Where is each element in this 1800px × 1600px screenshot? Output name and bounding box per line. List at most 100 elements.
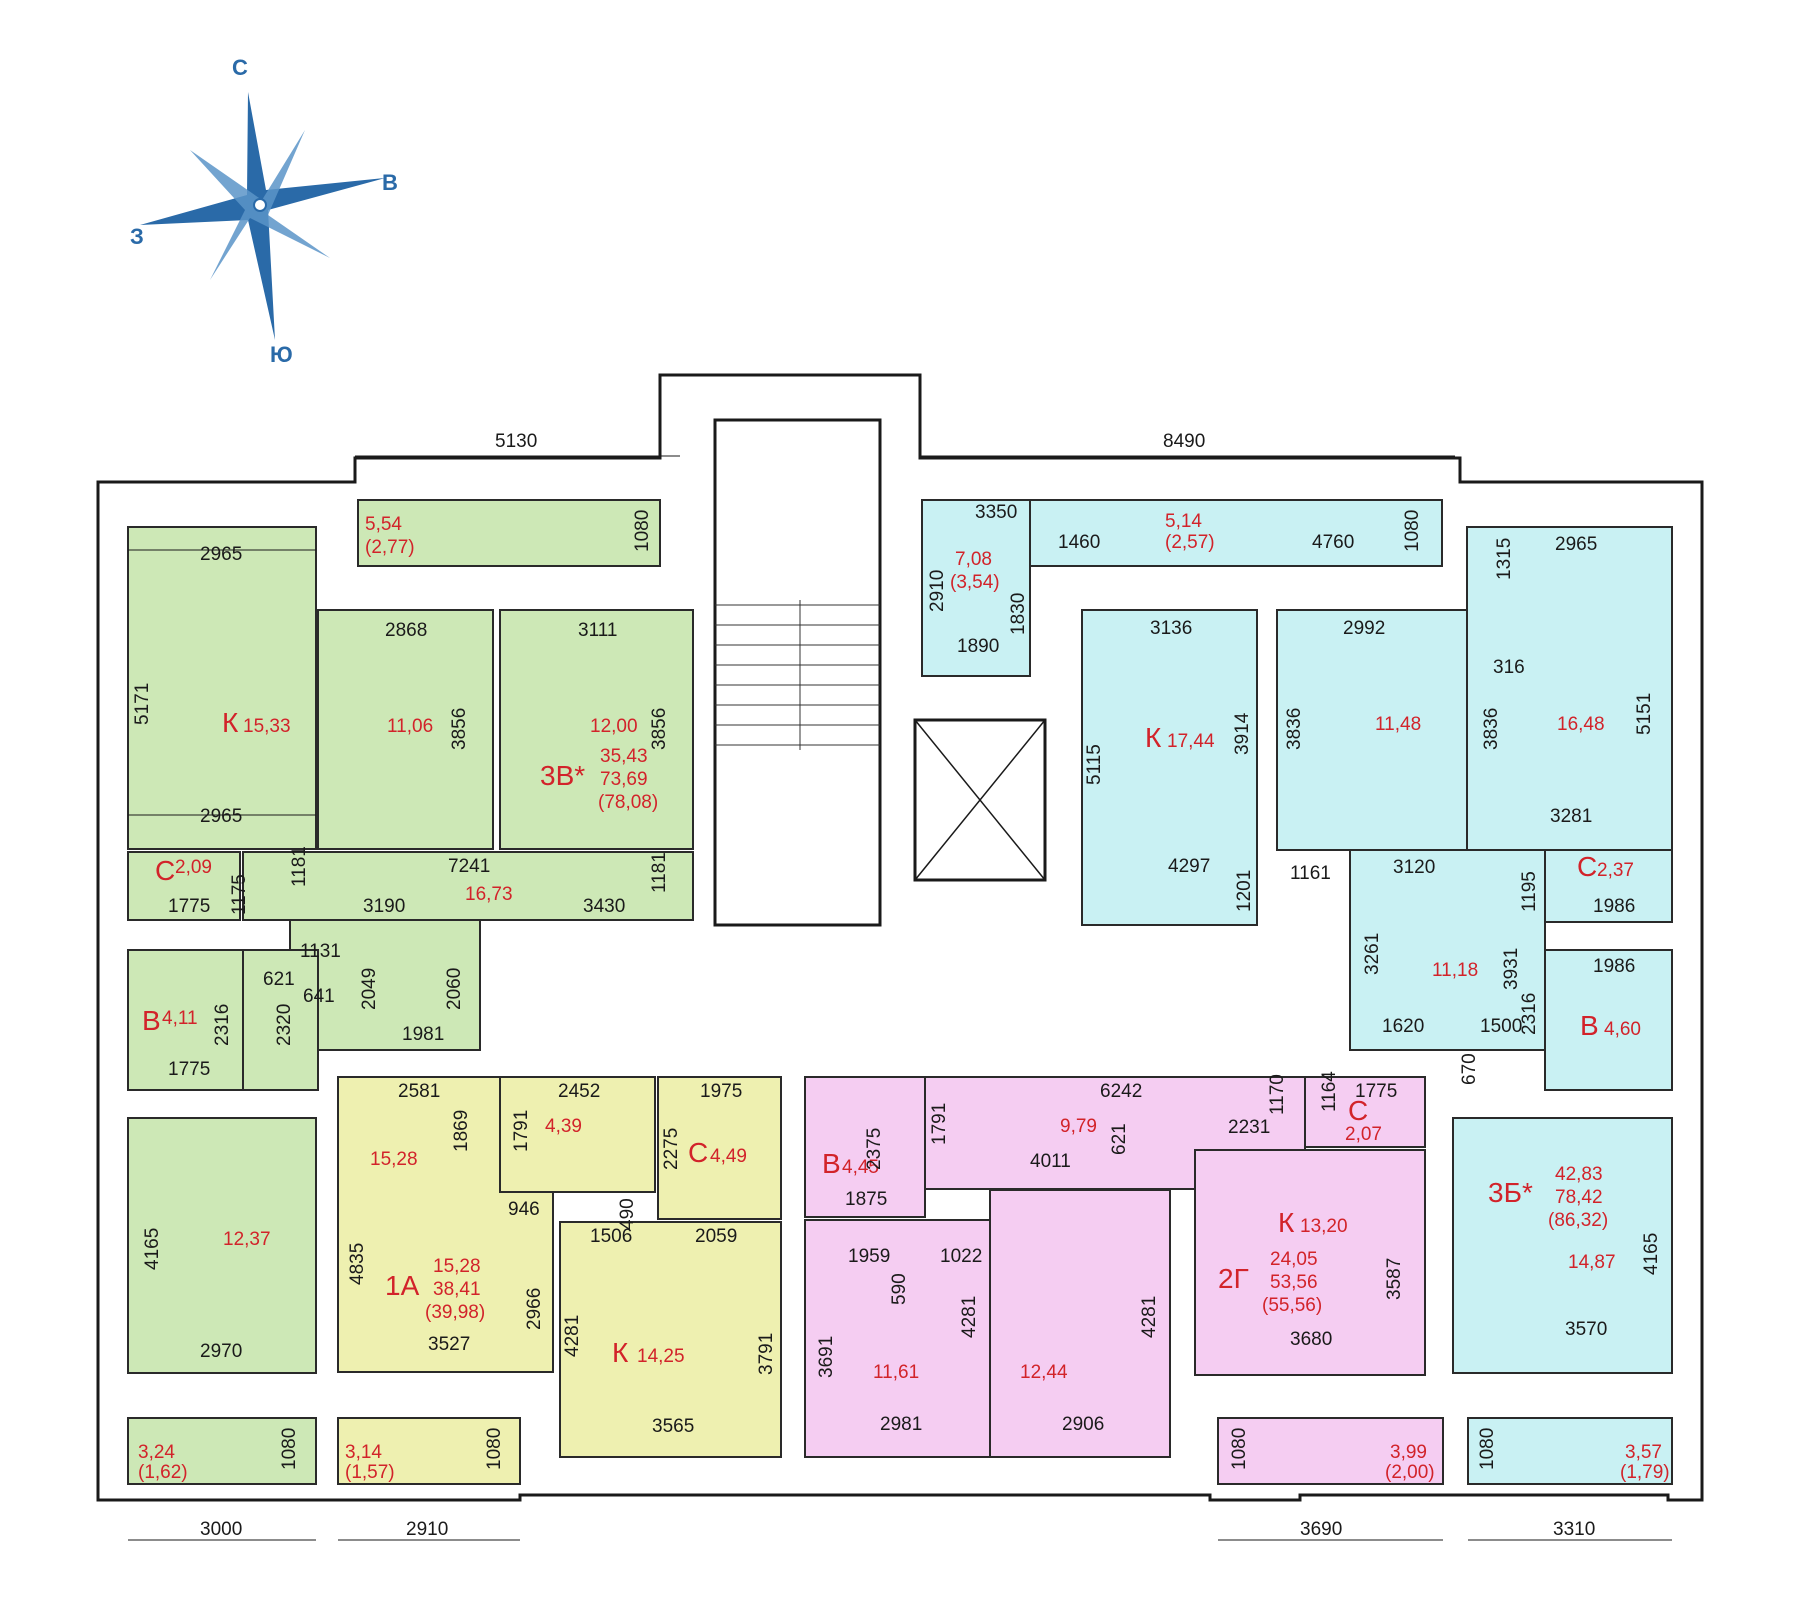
- dim-3914: 3914: [1232, 712, 1253, 755]
- label-2g: 2Г: [1218, 1263, 1249, 1294]
- dim-1620: 1620: [1382, 1016, 1424, 1037]
- kitchen-17-44: [1081, 609, 1258, 926]
- area-16-48: 16,48: [1557, 714, 1605, 735]
- corridor-16-73: [242, 851, 694, 921]
- area-4-45: 4,45: [842, 1157, 879, 1178]
- area-4-39: 4,39: [545, 1116, 582, 1137]
- dim-3136: 3136: [1150, 618, 1192, 639]
- dim-2320: 2320: [274, 1004, 295, 1046]
- dim-1080c: 1080: [484, 1428, 505, 1470]
- dim-3791: 3791: [756, 1333, 777, 1375]
- dim-4165b: 4165: [1641, 1233, 1662, 1275]
- room-14-87: [1452, 1117, 1673, 1374]
- apt-3v-total: 73,69: [600, 769, 648, 790]
- dim-4011: 4011: [1030, 1151, 1071, 1172]
- dim-3836a: 3836: [1284, 708, 1305, 750]
- toilet-2-37: [1544, 849, 1673, 923]
- dim-1975: 1975: [700, 1081, 742, 1102]
- room-11-06: [317, 609, 494, 850]
- area-13-20: 13,20: [1300, 1216, 1348, 1237]
- dim-2452: 2452: [558, 1081, 600, 1102]
- dim-1161: 1161: [1290, 863, 1331, 884]
- bath-4-11: [127, 949, 244, 1091]
- apartment-3b: [921, 499, 1673, 1485]
- dim-4281c: 4281: [1139, 1296, 1160, 1338]
- dim-3111: 3111: [578, 620, 617, 641]
- staircase: [713, 418, 882, 927]
- dim-8490: 8490: [1163, 431, 1205, 452]
- hall-left: [242, 949, 319, 1091]
- balcony-7-08: [921, 499, 1031, 677]
- area-11-48: 11,48: [1375, 714, 1421, 735]
- label-c-2-07: С: [1348, 1095, 1368, 1126]
- dim-1460: 1460: [1058, 532, 1100, 553]
- compass-east: В: [382, 170, 398, 195]
- dim-3931: 3931: [1501, 948, 1522, 990]
- kitchen-14-25: [559, 1221, 782, 1458]
- area-17-44: 17,44: [1167, 731, 1215, 752]
- balcony-3-57: [1467, 1417, 1673, 1485]
- apt-3b-total-bal: (86,32): [1548, 1210, 1608, 1231]
- bath-4-60: [1544, 949, 1673, 1091]
- dim-670: 670: [1459, 1053, 1480, 1085]
- dim-2981: 2981: [880, 1414, 922, 1435]
- dim-1315: 1315: [1494, 538, 1515, 580]
- dim-3310: 3310: [1553, 1519, 1595, 1540]
- dim-1775c: 1775: [1355, 1081, 1397, 1102]
- dim-1830: 1830: [1008, 593, 1029, 635]
- dim-3570: 3570: [1565, 1319, 1607, 1340]
- toilet-2-09: [127, 851, 241, 921]
- apt-2g-total: 53,56: [1270, 1272, 1318, 1293]
- label-k-17-44: К: [1145, 722, 1162, 753]
- apartment-2g: [804, 1076, 1444, 1485]
- dim-5130: 5130: [495, 431, 537, 452]
- dim-1959: 1959: [848, 1246, 890, 1267]
- dim-1181a: 1181: [289, 846, 310, 887]
- dim-2906: 2906: [1062, 1414, 1104, 1435]
- elevator-cross-b: [914, 719, 1046, 881]
- balcony-3-24-area: 3,24: [138, 1442, 175, 1463]
- area-2-07: 2,07: [1345, 1124, 1382, 1145]
- dim-3261: 3261: [1362, 933, 1383, 975]
- compass-rose: С В Ю З: [130, 55, 398, 367]
- dim-2965c: 2965: [1555, 534, 1597, 555]
- dim-4760: 4760: [1312, 532, 1354, 553]
- dim-1986a: 1986: [1593, 896, 1635, 917]
- area-2-37: 2,37: [1597, 860, 1634, 881]
- balcony-7-08-area: 7,08: [955, 549, 992, 570]
- balcony-3-24: [127, 1417, 317, 1485]
- apartment-left-lower: [127, 949, 319, 1485]
- dim-1201: 1201: [1234, 870, 1255, 912]
- dim-2992: 2992: [1343, 618, 1385, 639]
- dim-3281: 3281: [1550, 806, 1592, 827]
- area-4-49: 4,49: [710, 1146, 747, 1167]
- dim-3120: 3120: [1393, 857, 1435, 878]
- area-15-28: 15,28: [370, 1149, 418, 1170]
- apt-1a-total: 38,41: [433, 1279, 481, 1300]
- label-v-4-11: В: [142, 1005, 161, 1036]
- area-4-60: 4,60: [1604, 1019, 1641, 1040]
- label-k-14-25: К: [612, 1337, 629, 1368]
- label-v-4-60: В: [1580, 1010, 1599, 1041]
- area-2-09: 2,09: [175, 857, 212, 878]
- compass-center: [253, 198, 267, 212]
- dim-4281b: 4281: [959, 1296, 980, 1338]
- dim-590: 590: [889, 1273, 910, 1305]
- bath-4-49: [657, 1076, 782, 1220]
- area-9-79: 9,79: [1060, 1116, 1097, 1137]
- dim-1164: 1164: [1319, 1071, 1340, 1112]
- dim-490: 490: [617, 1198, 638, 1230]
- apt-3b-total: 78,42: [1555, 1187, 1603, 1208]
- dim-2375: 2375: [864, 1128, 885, 1170]
- stair-steps: [715, 600, 880, 750]
- compass-north: С: [232, 55, 248, 80]
- dim-4835: 4835: [347, 1243, 368, 1285]
- room-labels: К 15,33 11,06 12,00 3В* 35,43 73,69 (78,…: [138, 511, 1670, 1483]
- room-11-48: [1276, 609, 1468, 851]
- area-12-37: 12,37: [223, 1229, 271, 1250]
- balcony-3-99: [1217, 1417, 1444, 1485]
- label-1a: 1А: [385, 1270, 420, 1301]
- dim-1181b: 1181: [649, 852, 670, 893]
- dim-1080b: 1080: [279, 1428, 300, 1470]
- dimension-text-vertical: 5171 3856 3856 1080 1175 1181 1181 2049 …: [132, 510, 1662, 1470]
